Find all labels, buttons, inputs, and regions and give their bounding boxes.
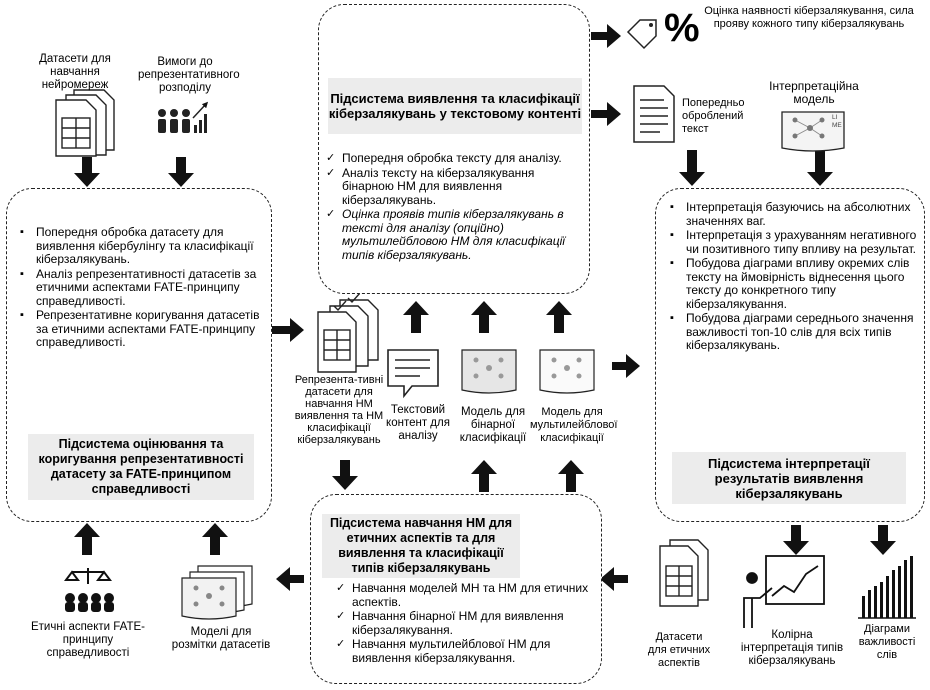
model-stack-icon — [181, 565, 253, 620]
arrow-multilabel-to-right-box — [612, 354, 640, 378]
multilabel-model-icon — [539, 349, 595, 394]
multilabel-model-label: Модель для мультилейблової класифікації — [530, 406, 618, 444]
arrow-labeling-to-left-box — [202, 523, 228, 555]
list-item: ▪Інтерпретація з урахуванням негативного… — [670, 228, 917, 256]
list-item: ✓Навчання моделей МН та НМ для етичних а… — [336, 581, 589, 609]
detection-subsystem-box — [318, 4, 590, 294]
arrow-ethical-datasets-to-bottom — [600, 567, 628, 591]
preprocessed-text-label: Попередньо оброблений текст — [682, 97, 745, 135]
list-item: ▪Попередня обробка датасету для виявленн… — [20, 225, 254, 266]
datasets-label: Датасети для навчання нейромереж — [39, 53, 111, 91]
fairness-subsystem-title: Підсистема оцінювання та коригування реп… — [28, 434, 254, 500]
list-item: ✓Оцінка проявів типів кіберзалякувань в … — [326, 207, 565, 262]
checked-datasets-icon — [317, 292, 379, 373]
binary-model-label: Модель для бінарної класифікації — [459, 406, 527, 444]
binary-model-icon — [461, 349, 517, 394]
arrow-right-box-to-importance — [870, 525, 896, 555]
text-document-icon — [633, 85, 675, 143]
ethical-datasets-label: Датасети для етичних аспектів — [647, 631, 711, 669]
ethical-datasets-icon — [659, 539, 709, 607]
arrow-binary-to-top-box — [471, 301, 497, 333]
list-item: ▪Репрезентативне коригування датасетів з… — [20, 308, 260, 349]
requirements-label: Вимоги до репрезентативного розподілу — [138, 56, 240, 94]
arrow-bottom-to-multilabel — [558, 460, 584, 492]
presenter-chart-icon — [743, 555, 825, 628]
arrow-left-box-to-repr — [272, 318, 304, 342]
ethical-aspects-label: Етичні аспекти FATE-принципу справедливо… — [30, 621, 145, 659]
colored-interp-label: Колірна інтерпретація типів кіберзалякув… — [740, 629, 844, 667]
tag-percent-icon — [626, 19, 657, 50]
arrow-bottom-to-labeling-models — [276, 567, 304, 591]
list-item: ✓Аналіз тексту на кіберзалякування бінар… — [326, 165, 535, 207]
scales-justice-icon — [64, 568, 114, 612]
list-item: ✓Навчання бінарної НМ для виявлення кібе… — [336, 609, 564, 637]
arrow-datasets-to-left-box — [74, 157, 100, 187]
list-item: ▪Аналіз репрезентативності датасетів за … — [20, 266, 257, 308]
fairness-subsystem-list: ▪Попередня обробка датасету для виявленн… — [20, 225, 266, 351]
percent-icon: % — [664, 6, 700, 50]
training-subsystem-title: Підсистема навчання НМ для етичних аспек… — [322, 514, 520, 578]
interpretation-subsystem-title: Підсистема інтерпретації результатів вия… — [672, 452, 906, 504]
arrow-requirements-to-left-box — [168, 157, 194, 187]
detection-subsystem-title: Підсистема виявлення та класифікації кіб… — [328, 78, 582, 134]
lime-model-icon — [781, 111, 845, 152]
arrow-right-box-to-colored — [783, 525, 809, 555]
lime-text: LIME — [832, 114, 842, 129]
importance-bars-icon — [858, 556, 916, 619]
arrow-bottom-to-binary — [471, 460, 497, 492]
detection-subsystem-list: ✓Попередня обробка тексту для аналізу. ✓… — [326, 151, 588, 263]
people-growth-icon — [158, 101, 209, 133]
assessment-label: Оцінка наявності кіберзалякування, сила … — [704, 5, 914, 30]
spreadsheet-icon — [55, 89, 115, 157]
training-subsystem-list: ✓Навчання моделей МН та НМ для етичних а… — [336, 581, 590, 666]
arrow-preprocessed-to-right-box — [679, 150, 705, 186]
arrow-multilabel-to-top-box — [546, 301, 572, 333]
list-item: ▪Побудова діаграми середнього значення в… — [670, 311, 914, 352]
arrow-interp-model-to-right-box — [807, 150, 833, 186]
interp-model-label: Інтерпретаційна модель — [769, 79, 859, 106]
arrow-repr-to-bottom-box — [332, 460, 358, 490]
arrow-ethical-to-left-box — [74, 523, 100, 555]
list-item: ▪Побудова діаграми впливу окремих слів т… — [670, 256, 910, 311]
importance-charts-label: Діаграми важливості слів — [858, 623, 916, 661]
list-item: ✓Попередня обробка тексту для аналізу. — [326, 151, 562, 165]
arrow-top-to-assessment — [591, 24, 621, 48]
chat-bubble-icon — [387, 349, 439, 399]
text-content-label: Текстовий контент для аналізу — [386, 404, 450, 442]
interpretation-subsystem-list: ▪Інтерпретація базуючись на абсолютних з… — [670, 200, 922, 354]
arrow-text-to-top-box — [403, 301, 429, 333]
labeling-models-label: Моделі для розмітки датасетів — [171, 626, 271, 651]
list-item: ▪Інтерпретація базуючись на абсолютних з… — [670, 200, 911, 228]
arrow-top-to-preprocessed — [591, 102, 621, 126]
list-item: ✓Навчання мультилейблової НМ для виявлен… — [336, 637, 551, 665]
repr-datasets-label: Репрезента-тивні датасети для навчання Н… — [294, 374, 384, 446]
